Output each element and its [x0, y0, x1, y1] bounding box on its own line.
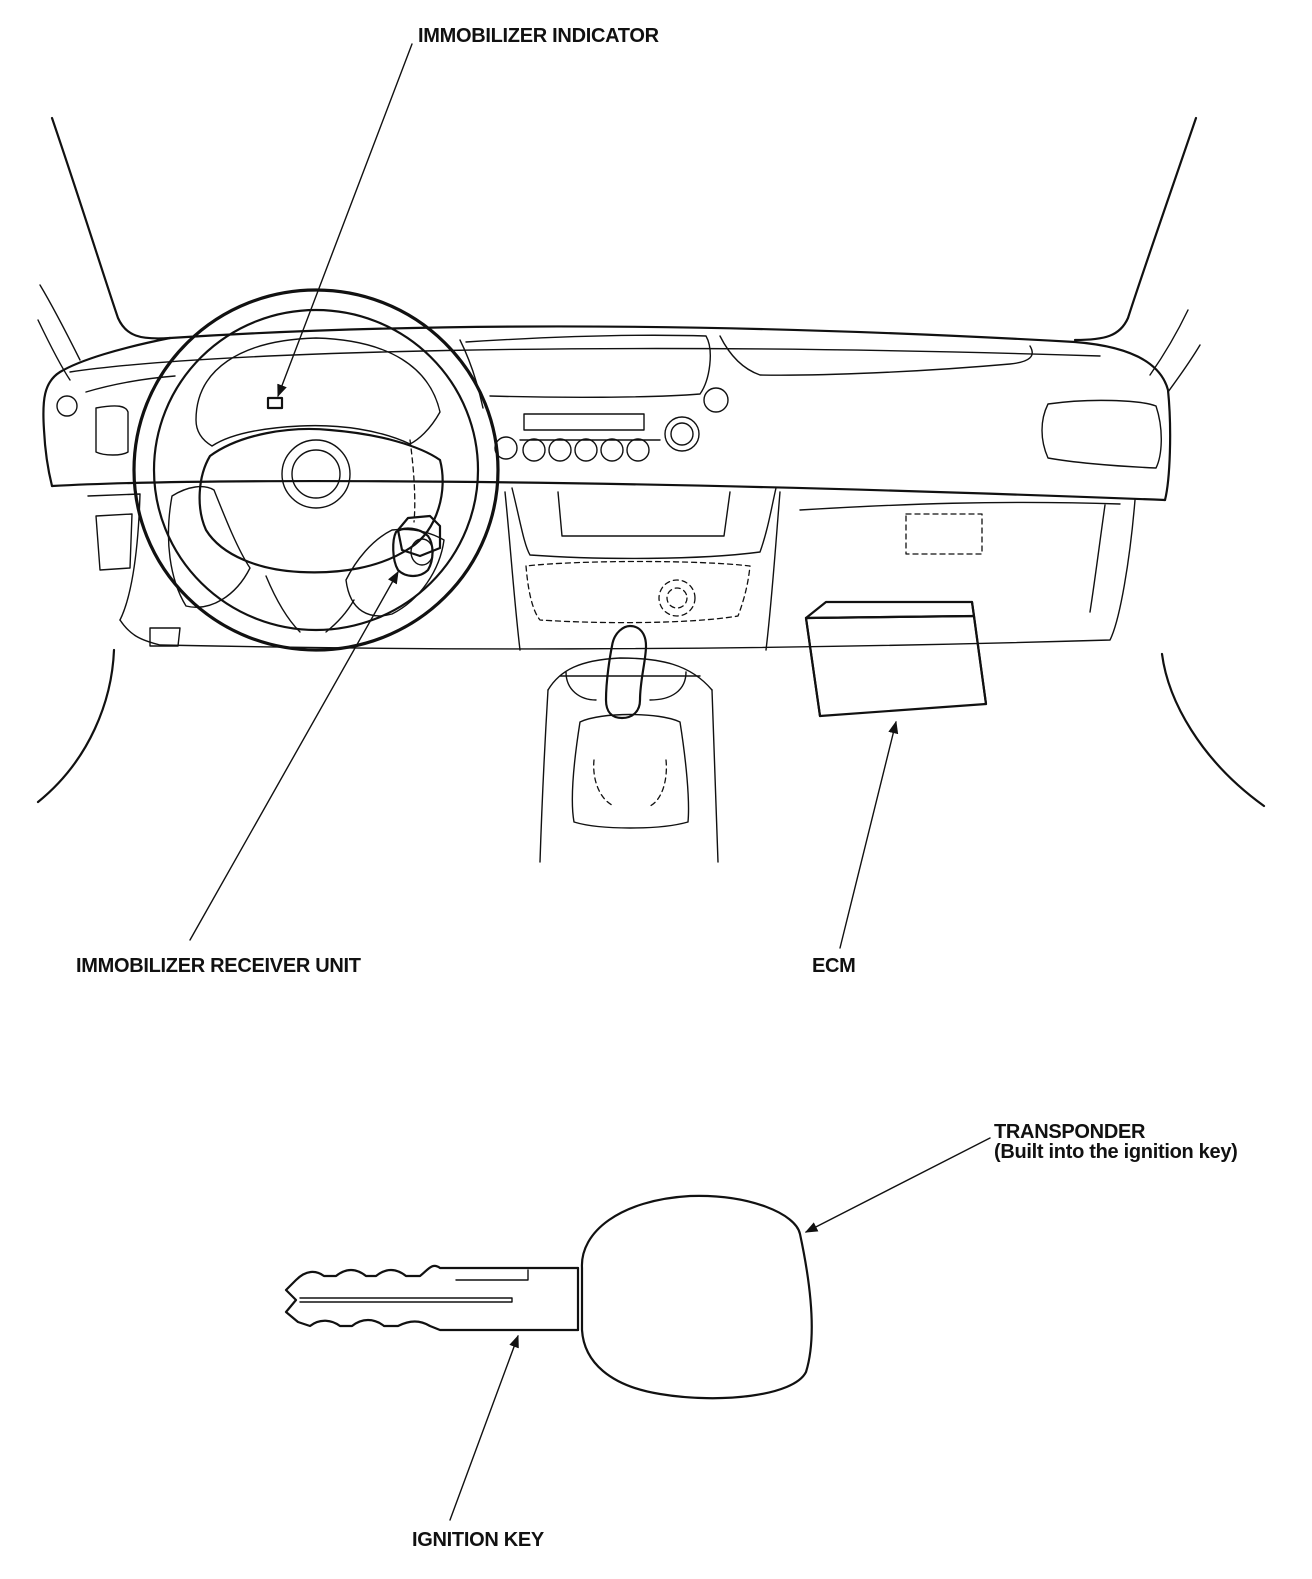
leader-lines	[189, 43, 991, 1521]
leader-ecm	[839, 720, 899, 949]
label-ignition-key: IGNITION KEY	[412, 1529, 544, 1551]
leader-immobilizer-receiver-unit	[189, 570, 399, 941]
dashboard	[36, 325, 1266, 808]
label-transponder-note: (Built into the ignition key)	[994, 1141, 1238, 1163]
label-immobilizer-indicator: IMMOBILIZER INDICATOR	[418, 25, 659, 47]
windshield-frame	[37, 116, 1201, 393]
leader-ignition-key	[449, 1334, 519, 1521]
center-console	[539, 624, 719, 863]
leader-transponder	[804, 1137, 991, 1233]
label-immobilizer-receiver-unit: IMMOBILIZER RECEIVER UNIT	[76, 955, 361, 977]
steering-wheel	[132, 288, 500, 652]
ignition-key-drawing	[284, 1194, 813, 1400]
leader-immobilizer-indicator	[277, 43, 413, 398]
label-transponder: TRANSPONDER	[994, 1121, 1146, 1143]
label-ecm: ECM	[812, 955, 856, 977]
ecm-box	[804, 600, 988, 718]
